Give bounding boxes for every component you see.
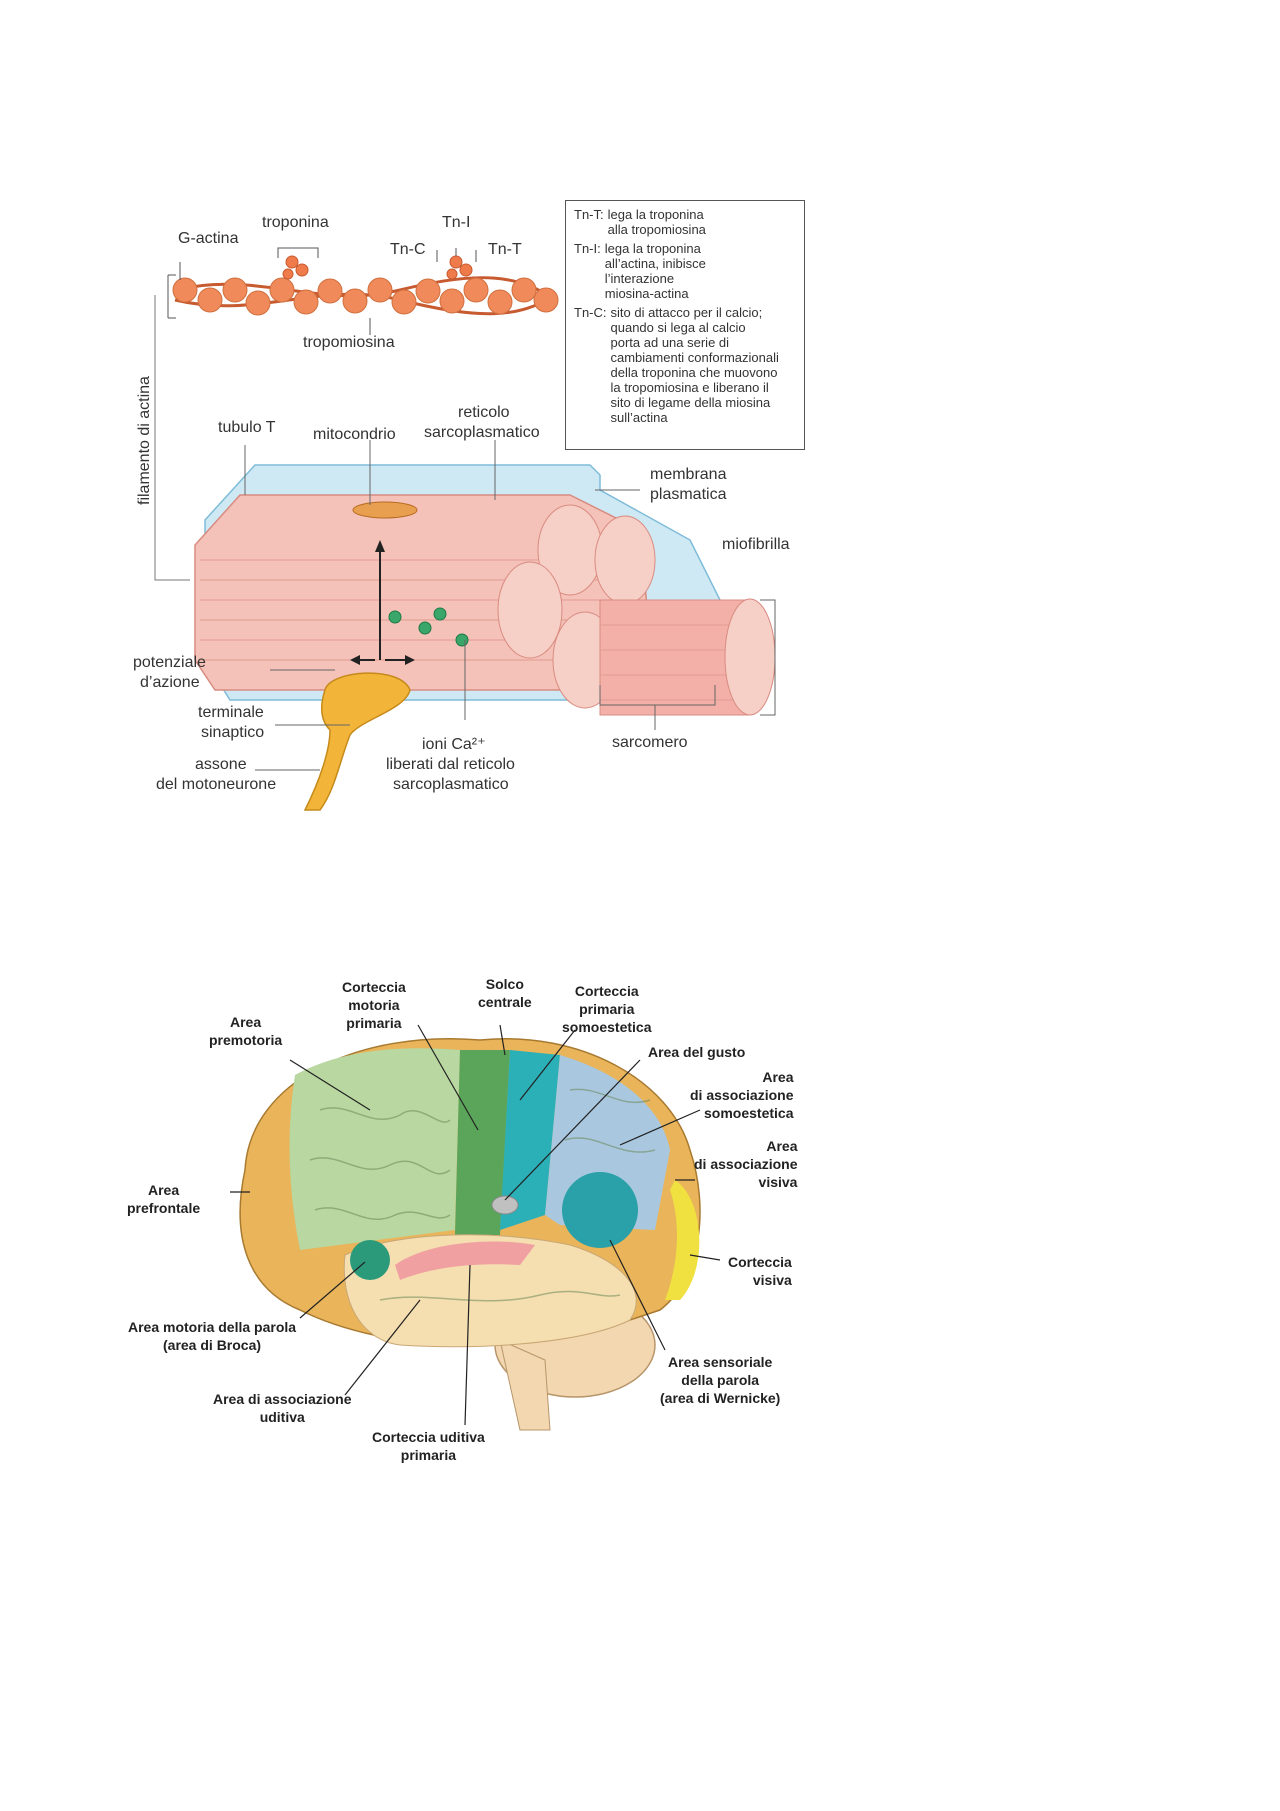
- label-potenziale-2: d’azione: [140, 674, 200, 691]
- brain-label-assoc-visiva: Area di associazione visiva: [694, 1138, 798, 1190]
- legend-key: Tn-T:: [574, 207, 604, 222]
- label-reticolo-2: sarcoplasmatico: [424, 424, 540, 441]
- label-terminale-2: sinaptico: [201, 724, 265, 741]
- muscle-leader-lines: [244, 440, 776, 771]
- legend-entry-tn-t: Tn-T: lega la troponina alla tropomiosin…: [574, 207, 798, 237]
- label-tn-c: Tn-C: [390, 241, 426, 258]
- label-membrana-1: membrana: [650, 466, 727, 483]
- legend-text: lega la troponina all’actina, inibisce l…: [604, 241, 706, 301]
- label-assone-2: del motoneurone: [156, 776, 277, 793]
- brain-label-corteccia-somoestetica: Corteccia primaria somoestetica: [562, 983, 652, 1035]
- motor-neuron: [303, 655, 415, 811]
- label-tubulo-t: tubulo T: [218, 419, 276, 436]
- brain-label-area-gusto: Area del gusto: [648, 1044, 746, 1060]
- brain-label-corteccia-uditiva: Corteccia uditiva primaria: [372, 1429, 485, 1463]
- brain-label-corteccia-motoria: Corteccia motoria primaria: [342, 979, 406, 1031]
- label-mitocondrio: mitocondrio: [313, 426, 396, 443]
- brain-label-assoc-uditiva: Area di associazione uditiva: [213, 1391, 352, 1425]
- brain-label-area-premotoria: Area premotoria: [209, 1014, 283, 1048]
- label-terminale-1: terminale: [198, 704, 264, 721]
- legend-entry-tn-c: Tn-C: sito di attacco per il calcio; qua…: [574, 305, 798, 425]
- legend-key: Tn-C:: [574, 305, 607, 320]
- label-reticolo-1: reticolo: [458, 404, 510, 421]
- troponin-legend: Tn-T: lega la troponina alla tropomiosin…: [565, 200, 805, 450]
- label-tn-i: Tn-I: [442, 214, 471, 231]
- label-sarcomero: sarcomero: [612, 734, 688, 751]
- legend-entry-tn-i: Tn-I: lega la troponina all’actina, inib…: [574, 241, 798, 301]
- muscle-fiber: [194, 464, 776, 716]
- label-ioni-2: liberati dal reticolo: [386, 756, 515, 773]
- legend-text: lega la troponina alla tropomiosina: [607, 207, 706, 237]
- brain-label-assoc-somoestetica: Area di associazione somoestetica: [690, 1069, 794, 1121]
- label-ioni-1: ioni Ca²⁺: [422, 736, 486, 753]
- legend-key: Tn-I:: [574, 241, 601, 256]
- brain-leader-lines: [230, 1024, 721, 1426]
- label-miofibrilla: miofibrilla: [722, 536, 790, 553]
- label-potenziale-1: potenziale: [133, 654, 206, 671]
- brain-label-corteccia-visiva: Corteccia visiva: [728, 1254, 792, 1288]
- brain-label-wernicke: Area sensoriale della parola (area di We…: [660, 1354, 781, 1406]
- label-membrana-2: plasmatica: [650, 486, 727, 503]
- brain-label-solco-centrale: Solco centrale: [478, 976, 532, 1010]
- label-troponina: troponina: [262, 214, 329, 231]
- label-assone-1: assone: [195, 756, 247, 773]
- label-tn-t: Tn-T: [488, 241, 522, 258]
- label-ioni-3: sarcoplasmatico: [393, 776, 509, 793]
- brain-label-broca: Area motoria della parola (area di Broca…: [128, 1319, 297, 1353]
- label-g-actina: G-actina: [178, 230, 239, 247]
- label-tropomiosina: tropomiosina: [303, 334, 395, 351]
- actin-filament: [154, 247, 559, 581]
- legend-text: sito di attacco per il calcio; quando si…: [610, 305, 779, 425]
- brain-label-area-prefrontale: Area prefrontale: [127, 1182, 201, 1216]
- brain: [239, 1038, 701, 1431]
